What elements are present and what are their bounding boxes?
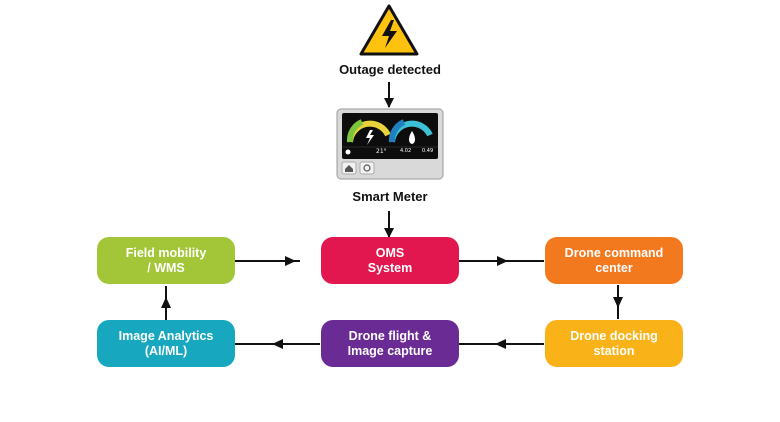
meter-readout-left: 4.02 bbox=[400, 148, 412, 154]
high-voltage-warning-icon bbox=[359, 4, 419, 56]
drone-docking-station-node: Drone docking station bbox=[545, 320, 683, 367]
field-mobility-node: Field mobility / WMS bbox=[97, 237, 235, 284]
smart-meter-label: Smart Meter bbox=[352, 189, 428, 204]
drone-command-center-node: Drone command center bbox=[545, 237, 683, 284]
power-icon bbox=[363, 164, 371, 172]
image-analytics-node: Image Analytics (AI/ML) bbox=[97, 320, 235, 367]
home-icon bbox=[345, 165, 353, 172]
outage-detected-label: Outage detected bbox=[339, 62, 441, 77]
meter-temperature: 21° bbox=[376, 148, 387, 155]
meter-readout-right: 0.49 bbox=[422, 148, 434, 154]
electricity-gauge-icon bbox=[346, 119, 391, 145]
gas-flame-gauge-icon bbox=[388, 119, 433, 144]
oms-system-node: OMS System bbox=[321, 237, 459, 284]
smart-meter-device: 21° 4.02 0.49 bbox=[336, 108, 444, 180]
drone-flight-node: Drone flight & Image capture bbox=[321, 320, 459, 367]
